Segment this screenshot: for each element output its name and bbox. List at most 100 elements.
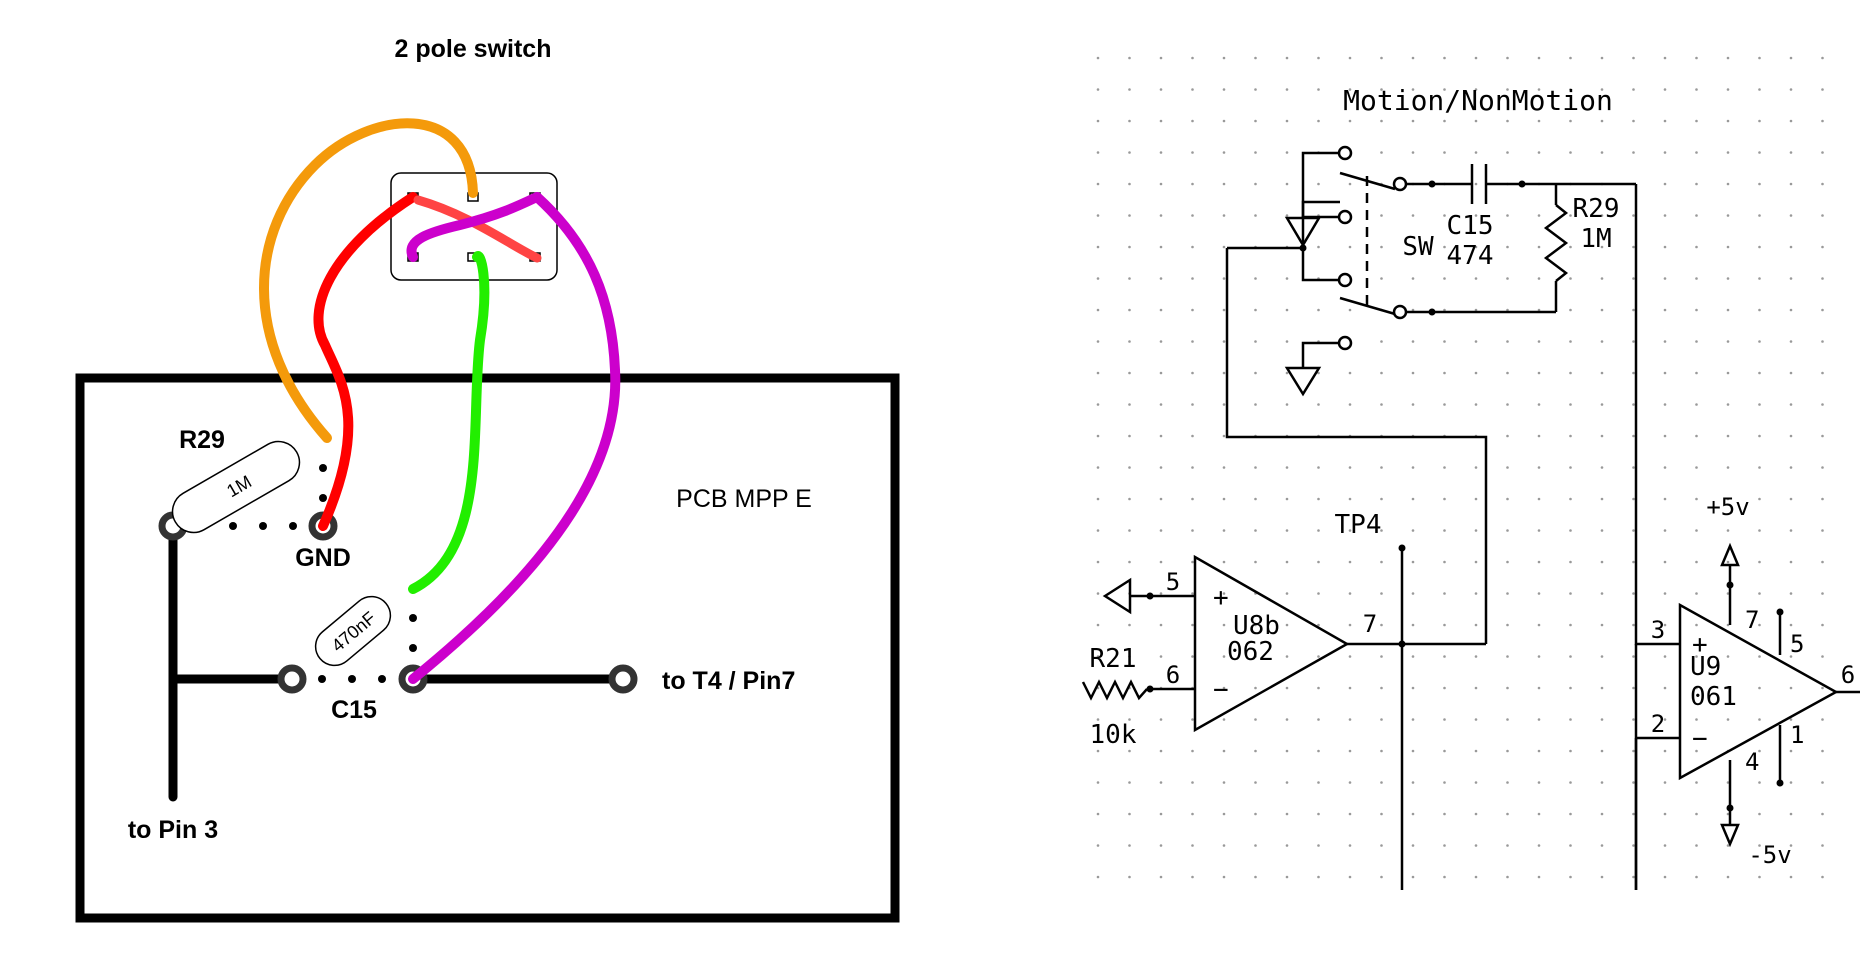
- grid-dot: [1096, 119, 1100, 123]
- grid-dot: [1663, 308, 1667, 312]
- grid-dot: [1632, 875, 1635, 879]
- u8-pin6: 6: [1166, 661, 1180, 689]
- grid-dot: [1411, 749, 1415, 753]
- grid-dot: [1222, 686, 1226, 690]
- grid-dot: [1443, 686, 1446, 690]
- grid-dot: [1222, 844, 1226, 847]
- grid-dot: [1569, 718, 1572, 721]
- grid-dot: [1600, 718, 1604, 721]
- grid-dot: [1191, 875, 1194, 879]
- dot: [378, 675, 386, 683]
- tp4-loop-wire: [1225, 248, 1488, 644]
- grid-dot: [1474, 403, 1478, 406]
- grid-dot: [1348, 749, 1352, 753]
- grid-dot: [1758, 434, 1761, 438]
- dot: [259, 522, 267, 530]
- grid-dot: [1285, 655, 1289, 658]
- grid-dot: [1443, 623, 1446, 627]
- grid-dot: [1443, 403, 1446, 406]
- grid-dot: [1191, 560, 1194, 564]
- dot: [409, 644, 417, 652]
- grid-dot: [1695, 308, 1698, 312]
- grid-dot: [1128, 560, 1131, 564]
- grid-dot: [1726, 623, 1730, 627]
- grid-dot: [1537, 844, 1541, 847]
- grid-dot: [1348, 655, 1352, 658]
- grid-dot: [1159, 749, 1163, 753]
- grid-dot: [1159, 718, 1163, 721]
- grid-dot: [1317, 182, 1320, 186]
- grid-dot: [1506, 529, 1509, 532]
- grid-dot: [1695, 151, 1698, 154]
- grid-dot: [1348, 56, 1352, 60]
- grid-dot: [1600, 340, 1604, 343]
- u9-part: 061: [1690, 682, 1737, 712]
- grid-dot: [1569, 466, 1572, 469]
- grid-dot: [1537, 592, 1541, 595]
- grid-dot: [1632, 749, 1635, 753]
- grid-dot: [1600, 655, 1604, 658]
- grid-dot: [1663, 529, 1667, 532]
- grid-dot: [1348, 182, 1352, 186]
- grid-dot: [1096, 529, 1100, 532]
- grid-dot: [1537, 371, 1541, 375]
- grid-dot: [1348, 812, 1352, 816]
- sw-contact: [1392, 304, 1408, 320]
- junction: [1726, 804, 1734, 812]
- grid-dot: [1443, 277, 1446, 280]
- grid-dot: [1191, 277, 1194, 280]
- grid-dot: [1537, 340, 1541, 343]
- grid-dot: [1695, 749, 1698, 753]
- grid-dot: [1506, 214, 1509, 217]
- r29-value-sch: 1M: [1580, 224, 1611, 254]
- grid-dot: [1695, 812, 1698, 816]
- grid-dot: [1663, 182, 1667, 186]
- grid-dot: [1758, 718, 1761, 721]
- grid-dot: [1096, 182, 1100, 186]
- grid-dot: [1254, 529, 1257, 532]
- sw-stub: [1301, 151, 1339, 218]
- grid-dot: [1222, 592, 1226, 595]
- grid-dot: [1128, 308, 1131, 312]
- grid-dot: [1789, 718, 1793, 721]
- grid-dot: [1411, 655, 1415, 658]
- grid-dot: [1758, 497, 1761, 501]
- grid-dot: [1726, 529, 1730, 532]
- grid-dot: [1569, 277, 1572, 280]
- grid-dot: [1695, 340, 1698, 343]
- grid-dot: [1474, 88, 1478, 91]
- grid-dot: [1411, 497, 1415, 501]
- grid-dot: [1222, 308, 1226, 312]
- grid-dot: [1159, 623, 1163, 627]
- grid-dot: [1789, 781, 1793, 784]
- grid-dot: [1096, 403, 1100, 406]
- grid-dot: [1348, 119, 1352, 123]
- grid-dot: [1285, 718, 1289, 721]
- grid-dot: [1569, 749, 1572, 753]
- grid-dot: [1506, 844, 1509, 847]
- grid-dot: [1821, 56, 1824, 60]
- switch-title: 2 pole switch: [395, 35, 552, 63]
- grid-dot: [1128, 434, 1131, 438]
- grid-dot: [1600, 277, 1604, 280]
- grid-dot: [1096, 592, 1100, 595]
- grid-dot: [1726, 403, 1730, 406]
- vplus-label: +5v: [1706, 493, 1749, 521]
- grid-dot: [1600, 749, 1604, 753]
- grid-dot: [1632, 623, 1635, 627]
- grid-dot: [1411, 371, 1415, 375]
- grid-dot: [1254, 686, 1257, 690]
- grid-dot: [1474, 623, 1478, 627]
- grid-dot: [1789, 308, 1793, 312]
- grid-dot: [1411, 245, 1415, 249]
- switch-contacts: [1337, 145, 1408, 351]
- grid-dot: [1569, 529, 1572, 532]
- grid-dot: [1569, 56, 1572, 60]
- grid-dot: [1285, 497, 1289, 501]
- grid-dot: [1758, 560, 1761, 564]
- grid-dot: [1380, 340, 1383, 343]
- grid-dot: [1695, 466, 1698, 469]
- grid-dot: [1128, 151, 1131, 154]
- grid-dot: [1411, 308, 1415, 312]
- grid-dot: [1222, 812, 1226, 816]
